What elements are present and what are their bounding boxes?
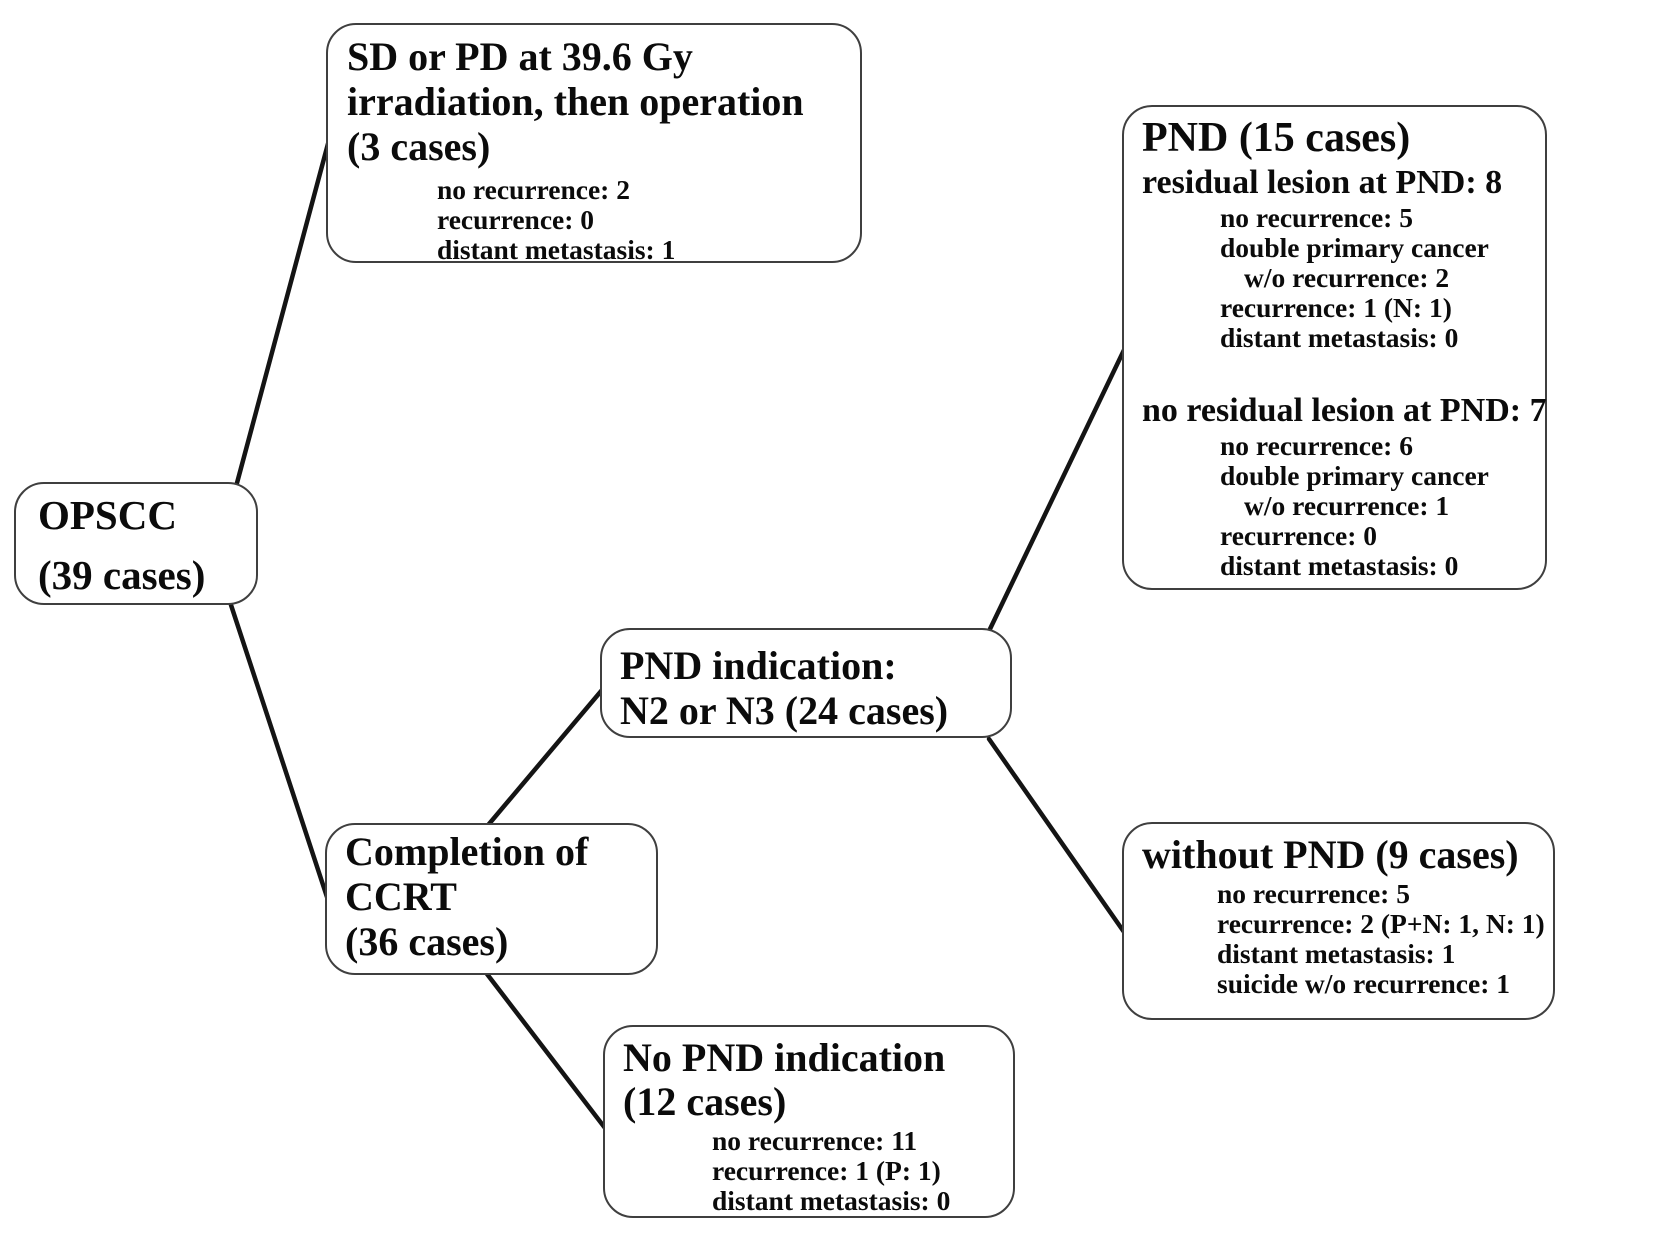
connector-opscc-to-sdpd <box>234 137 332 486</box>
detail-line: recurrence: 2 (P+N: 1, N: 1) <box>1217 908 1545 939</box>
pnd-no-residual-details: no recurrence: 6 double primary cancer w… <box>1220 431 1545 581</box>
no-pnd-title-line1: No PND indication <box>623 1035 946 1080</box>
detail-line: no recurrence: 5 <box>1217 878 1410 909</box>
pnd-title: PND (15 cases) <box>1142 115 1411 161</box>
detail-line: distant metastasis: 0 <box>712 1185 951 1216</box>
detail-line: w/o recurrence: 2 <box>1244 262 1450 293</box>
without-pnd-details: no recurrence: 5 recurrence: 2 (P+N: 1, … <box>1217 879 1553 999</box>
no-pnd-title-line2: (12 cases) <box>623 1079 787 1124</box>
sd-pd-details: no recurrence: 2 recurrence: 0 distant m… <box>437 175 860 265</box>
pnd-residual-group: residual lesion at PND: 8 no recurrence:… <box>1142 163 1545 353</box>
sd-pd-node: SD or PD at 39.6 Gy irradiation, then op… <box>326 23 862 265</box>
pnd-residual-details: no recurrence: 5 double primary cancer w… <box>1220 203 1545 353</box>
detail-line: suicide w/o recurrence: 1 <box>1217 968 1511 999</box>
no-pnd-details: no recurrence: 11 recurrence: 1 (P: 1) d… <box>712 1126 1013 1216</box>
detail-line: distant metastasis: 0 <box>1220 550 1459 581</box>
detail-line: w/o recurrence: 1 <box>1244 490 1450 521</box>
ccrt-title-line3: (36 cases) <box>345 919 509 964</box>
sd-pd-title-line3: (3 cases) <box>347 124 491 169</box>
opscc-title: OPSCC <box>38 492 177 538</box>
ccrt-node: Completion of CCRT (36 cases) <box>325 823 658 975</box>
sd-pd-title-line2: irradiation, then operation <box>347 79 804 124</box>
detail-line: recurrence: 0 <box>437 204 595 235</box>
without-pnd-node: without PND (9 cases) no recurrence: 5 r… <box>1122 822 1555 1020</box>
detail-line: no recurrence: 6 <box>1220 430 1413 461</box>
detail-line: distant metastasis: 1 <box>1217 938 1456 969</box>
detail-line: no recurrence: 5 <box>1220 202 1413 233</box>
pnd-indication-title-line2: N2 or N3 (24 cases) <box>620 688 949 733</box>
connector-indication-to-without <box>986 736 1127 935</box>
detail-line: recurrence: 0 <box>1220 520 1378 551</box>
ccrt-title-line1: Completion of <box>345 829 589 874</box>
opscc-count: (39 cases) <box>38 552 206 598</box>
detail-line: double primary cancer <box>1220 232 1489 263</box>
pnd-indication-title-line1: PND indication: <box>620 643 897 688</box>
detail-line: double primary cancer <box>1220 460 1489 491</box>
pnd-indication-node: PND indication: N2 or N3 (24 cases) <box>600 628 1012 738</box>
detail-line: distant metastasis: 0 <box>1220 322 1459 353</box>
pnd-no-residual-group: no residual lesion at PND: 7 no recurren… <box>1142 391 1547 581</box>
pnd-no-residual-subtitle: no residual lesion at PND: 7 <box>1142 392 1547 429</box>
pnd-node: PND (15 cases) residual lesion at PND: 8… <box>1122 105 1547 590</box>
ccrt-title-line2: CCRT <box>345 874 457 919</box>
detail-line: recurrence: 1 (N: 1) <box>1220 292 1452 323</box>
opscc-node: OPSCC (39 cases) <box>14 482 258 605</box>
detail-line: recurrence: 1 (P: 1) <box>712 1155 941 1186</box>
connector-ccrt-to-no-pnd <box>484 971 608 1131</box>
connector-opscc-to-ccrt <box>228 602 330 900</box>
detail-line: no recurrence: 2 <box>437 174 630 205</box>
no-pnd-indication-node: No PND indication (12 cases) no recurren… <box>603 1025 1015 1218</box>
connector-ccrt-to-pnd-indication <box>486 687 605 827</box>
pnd-residual-subtitle: residual lesion at PND: 8 <box>1142 164 1503 201</box>
without-pnd-title: without PND (9 cases) <box>1142 832 1519 877</box>
connector-indication-to-pnd <box>987 347 1127 632</box>
detail-line: distant metastasis: 1 <box>437 234 676 265</box>
detail-line: no recurrence: 11 <box>712 1125 918 1156</box>
sd-pd-title-line1: SD or PD at 39.6 Gy <box>347 34 693 79</box>
